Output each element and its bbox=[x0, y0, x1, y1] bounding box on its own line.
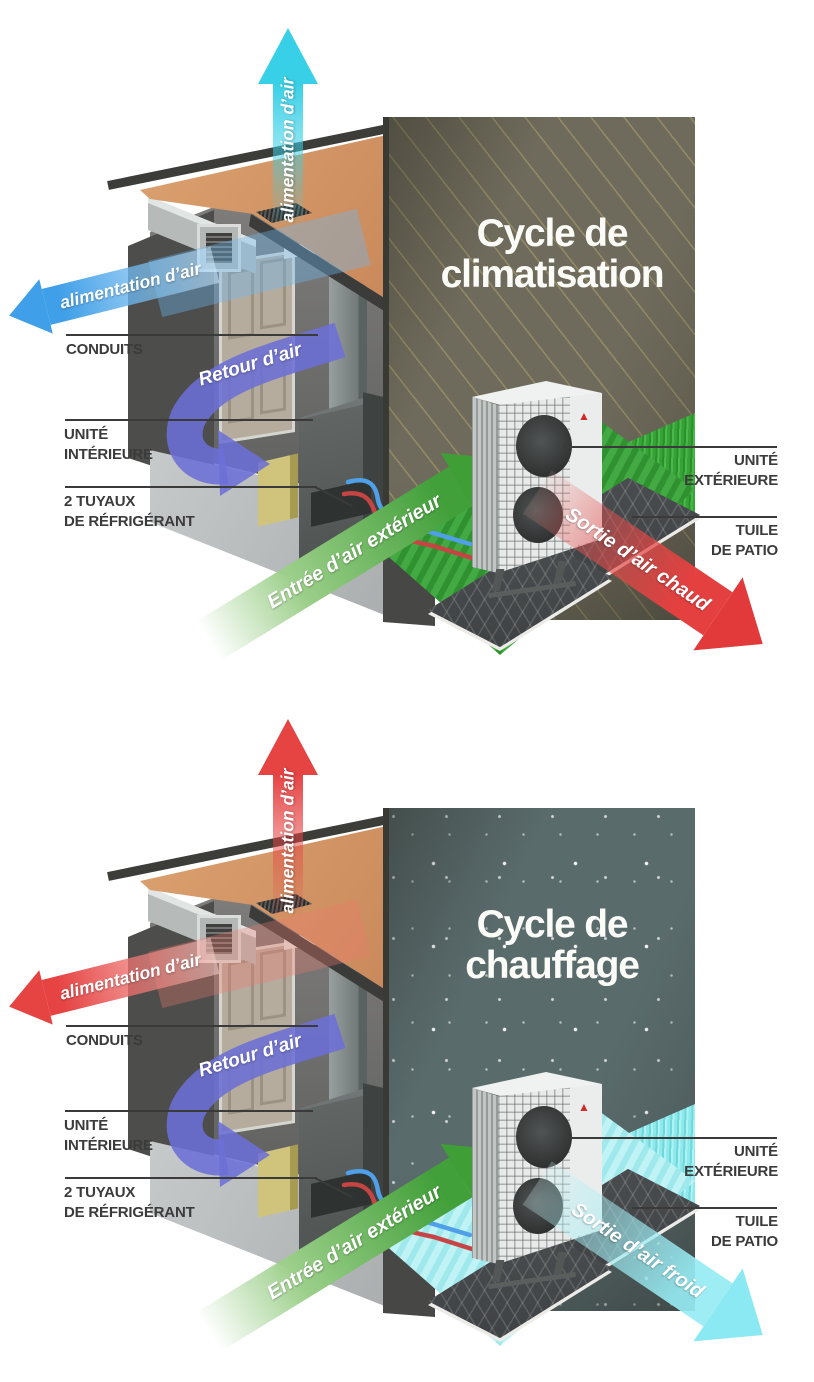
supply-up-label: alimentation d’air bbox=[277, 768, 298, 914]
supply-left-label: alimentation d’air bbox=[57, 948, 204, 1004]
label-ducts: CONDUITS bbox=[66, 341, 143, 358]
label-line: UNITÉ bbox=[64, 1117, 109, 1134]
unit-leg bbox=[553, 561, 567, 583]
label-outdoor-unit: UNITÉ EXTÉRIEURE bbox=[640, 1142, 778, 1182]
leader-line-refrigerant bbox=[65, 1177, 317, 1179]
leader-line-refrigerant bbox=[65, 486, 317, 488]
supply-up-label: alimentation d’air bbox=[277, 77, 298, 223]
label-line: TUILE bbox=[735, 522, 779, 539]
leader-line-outdoor-unit bbox=[563, 446, 777, 448]
label-line: INTÉRIEURE bbox=[64, 445, 153, 463]
label-line: TUILE bbox=[735, 1213, 779, 1230]
leader-line-outdoor-unit bbox=[563, 1137, 777, 1139]
label-line: 2 TUYAUX bbox=[64, 493, 136, 510]
arrow-head-icon bbox=[258, 28, 318, 84]
arrow-head-icon bbox=[258, 719, 318, 775]
label-line: DE RÉFRIGÉRANT bbox=[64, 512, 195, 530]
label-ducts: CONDUITS bbox=[66, 1032, 143, 1049]
label-line: DE RÉFRIGÉRANT bbox=[64, 1203, 195, 1221]
panel-heating-cycle: Retour d’air Cycle de chauffage Entrée d… bbox=[0, 691, 814, 1382]
arrow-band: alimentation d’air bbox=[41, 246, 220, 325]
title-line-2: chauffage bbox=[465, 944, 640, 988]
label-patio-tile: TUILE DE PATIO bbox=[640, 521, 778, 561]
label-line: DE PATIO bbox=[710, 541, 778, 559]
leader-line-ducts bbox=[66, 1025, 318, 1027]
supply-left-label: alimentation d’air bbox=[57, 257, 204, 313]
panel-title: Cycle de climatisation bbox=[419, 213, 685, 296]
leader-line-indoor-unit bbox=[65, 419, 313, 421]
supply-air-up-arrow: alimentation d’air bbox=[258, 28, 318, 240]
supply-air-up-arrow: alimentation d’air bbox=[258, 719, 318, 931]
title-line-1: Cycle de bbox=[476, 903, 629, 946]
fan-icon bbox=[516, 1106, 572, 1168]
unit-leg bbox=[553, 1252, 567, 1274]
leader-line-ducts bbox=[66, 334, 318, 336]
leader-line-patio-tile bbox=[632, 516, 777, 518]
unit-side-louvers bbox=[472, 397, 498, 573]
title-line-2: climatisation bbox=[440, 253, 665, 297]
unit-side-louvers bbox=[472, 1088, 498, 1264]
label-line: INTÉRIEURE bbox=[64, 1136, 153, 1154]
title-line-1: Cycle de bbox=[476, 212, 629, 255]
label-refrigerant-pipes: 2 TUYAUX DE RÉFRIGÉRANT bbox=[64, 492, 195, 532]
label-outdoor-unit: UNITÉ EXTÉRIEURE bbox=[640, 451, 778, 491]
label-indoor-unit: UNITÉ INTÉRIEURE bbox=[64, 1116, 153, 1156]
label-line: DE PATIO bbox=[710, 1232, 778, 1250]
label-indoor-unit: UNITÉ INTÉRIEURE bbox=[64, 425, 153, 465]
leader-line-patio-tile bbox=[632, 1207, 777, 1209]
label-line: UNITÉ bbox=[733, 1143, 778, 1160]
arrow-band: alimentation d’air bbox=[273, 768, 303, 926]
label-line: 2 TUYAUX bbox=[64, 1184, 136, 1201]
return-air-arrow bbox=[166, 322, 346, 496]
unit-leg bbox=[491, 1260, 505, 1282]
mitsubishi-logo-icon: ▲ bbox=[578, 409, 590, 423]
unit-leg bbox=[491, 569, 505, 591]
return-air-arrow bbox=[166, 1013, 346, 1187]
arrow-band: alimentation d’air bbox=[273, 77, 303, 235]
label-patio-tile: TUILE DE PATIO bbox=[640, 1212, 778, 1252]
leader-line-indoor-unit bbox=[65, 1110, 313, 1112]
arrow-band: alimentation d’air bbox=[41, 937, 220, 1016]
label-refrigerant-pipes: 2 TUYAUX DE RÉFRIGÉRANT bbox=[64, 1183, 195, 1223]
fan-icon bbox=[516, 415, 572, 477]
label-line: UNITÉ bbox=[733, 452, 778, 469]
panel-title: Cycle de chauffage bbox=[419, 904, 685, 987]
label-line: UNITÉ bbox=[64, 426, 109, 443]
label-line: EXTÉRIEURE bbox=[684, 1162, 778, 1180]
panel-cooling-cycle: Retour d’air Cycle de climatisation Entr… bbox=[2, 28, 788, 681]
label-line: EXTÉRIEURE bbox=[684, 471, 778, 489]
mitsubishi-logo-icon: ▲ bbox=[578, 1100, 590, 1114]
